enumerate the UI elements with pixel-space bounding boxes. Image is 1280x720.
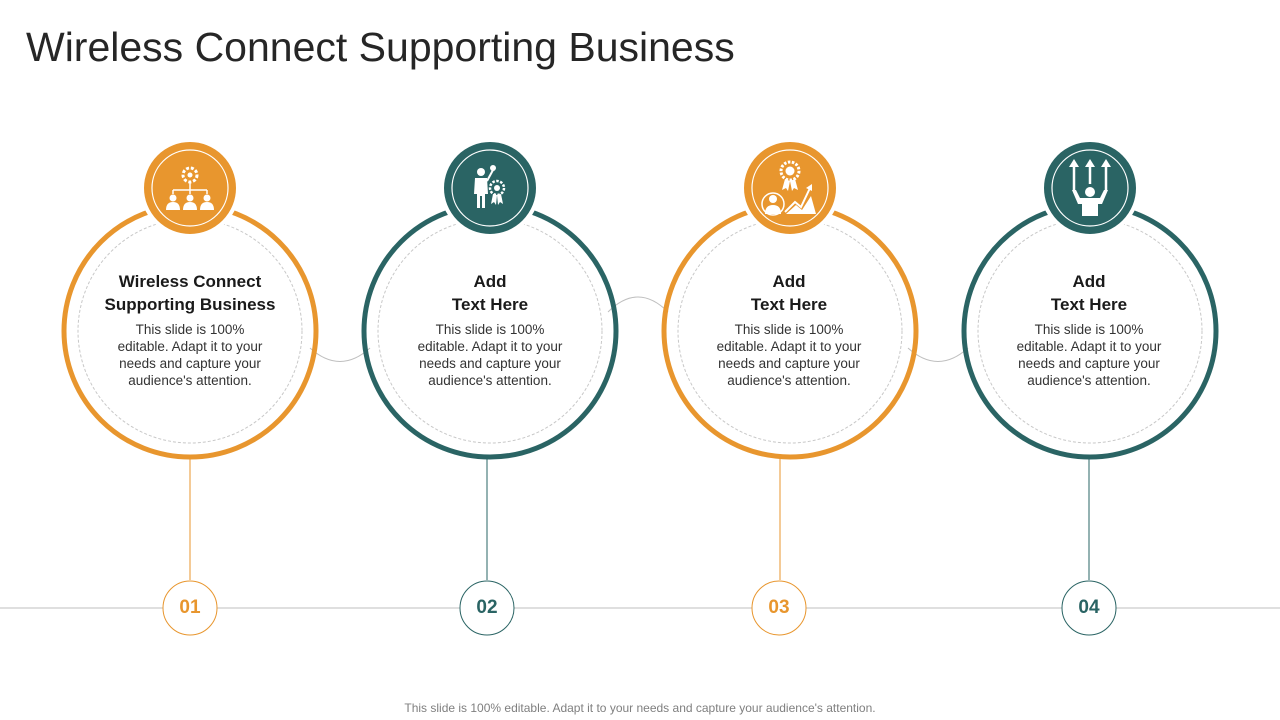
step-2 (361, 138, 619, 580)
businessman-award-icon (474, 165, 506, 208)
step-2-icon-badge-inner (451, 149, 529, 227)
step-4 (961, 138, 1219, 580)
step-1-heading: Wireless Connect Supporting Business (104, 272, 276, 314)
slide-title: Wireless Connect Supporting Business (26, 24, 735, 70)
badge-growth-chart-icon (761, 160, 816, 216)
step-3 (661, 138, 919, 580)
footer-note: This slide is 100% editable. Adapt it to… (404, 701, 876, 715)
step-3-number: 03 (768, 597, 790, 618)
connector-1-2 (309, 347, 371, 362)
step-2-body: This slide is 100% editable. Adapt it to… (417, 322, 563, 388)
step-1-number: 01 (179, 597, 201, 618)
person-arrows-up-icon (1069, 159, 1111, 216)
step-4-heading: Add Text Here (1050, 272, 1128, 314)
step-3-heading: Add Text Here (750, 272, 828, 314)
step-4-number: 04 (1078, 597, 1100, 618)
step-1-text: Wireless Connect Supporting Business Thi… (90, 270, 290, 389)
step-1-icon-badge-inner (151, 149, 229, 227)
step-3-text: Add Text Here This slide is 100% editabl… (689, 270, 889, 389)
step-3-body: This slide is 100% editable. Adapt it to… (716, 322, 862, 388)
step-2-number: 02 (476, 597, 498, 618)
step-3-icon-badge-inner (751, 149, 829, 227)
step-1 (61, 138, 319, 580)
step-4-body: This slide is 100% editable. Adapt it to… (1016, 322, 1162, 388)
step-4-icon-badge-inner (1051, 149, 1129, 227)
step-4-text: Add Text Here This slide is 100% editabl… (989, 270, 1189, 389)
connector-2-3 (607, 296, 669, 313)
step-3-icon-badge (740, 138, 840, 238)
step-2-text: Add Text Here This slide is 100% editabl… (390, 270, 590, 389)
step-1-body: This slide is 100% editable. Adapt it to… (117, 322, 263, 388)
org-chart-gear-icon (166, 166, 214, 210)
step-2-heading: Add Text Here (451, 272, 529, 314)
